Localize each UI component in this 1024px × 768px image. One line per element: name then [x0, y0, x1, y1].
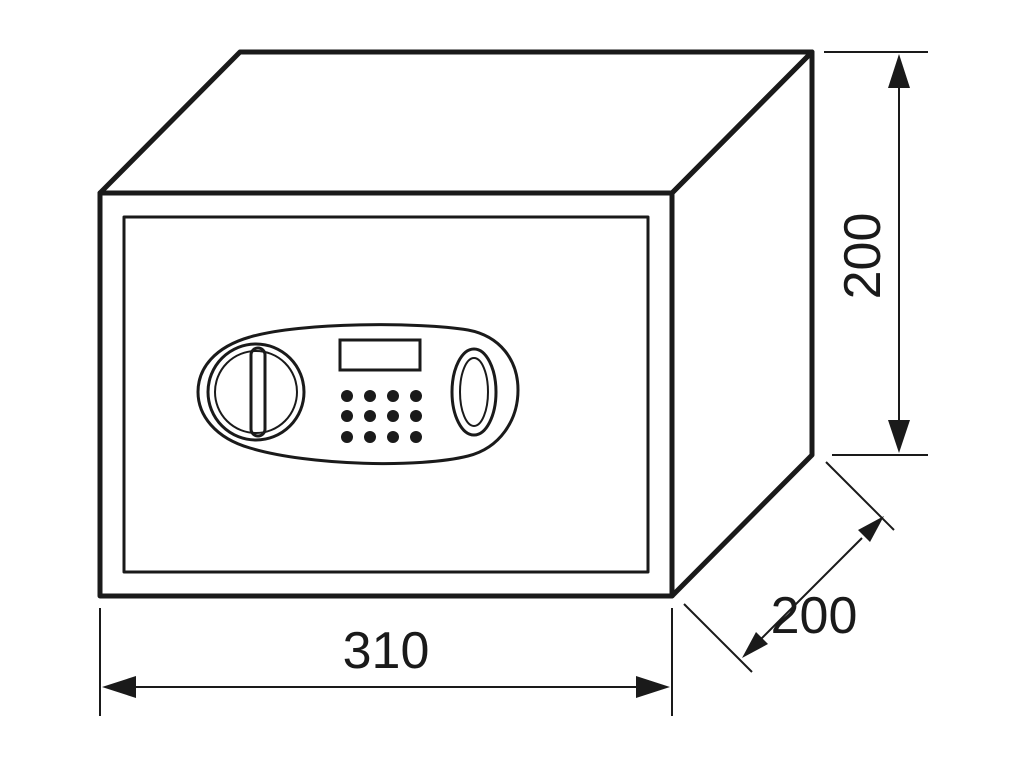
safe-body [97, 49, 815, 599]
dial-grip [249, 346, 267, 438]
handle-outer [450, 347, 498, 437]
width-arrow-left [102, 676, 136, 698]
depth-label: 200 [771, 587, 858, 645]
safe-side-face [669, 49, 815, 599]
depth-dimension-line [759, 537, 863, 641]
keypad-key [341, 410, 353, 422]
dial-knob [206, 342, 306, 442]
keypad-key [387, 410, 399, 422]
dial-outer-ring [206, 342, 306, 442]
keypad-key [341, 390, 353, 402]
depth-arrow-bottom [742, 632, 768, 658]
lcd-display [338, 338, 422, 372]
panel-outline [196, 323, 520, 466]
depth-extension-bottom [683, 603, 753, 673]
keypad-key [341, 431, 353, 443]
keypad-key [364, 390, 376, 402]
dial-inner-ring [214, 350, 298, 434]
width-dimension [99, 608, 673, 716]
safe-top-face [97, 49, 815, 196]
keypad-key [410, 390, 422, 402]
keypad-key [364, 431, 376, 443]
depth-extension-top [825, 461, 895, 531]
width-label: 310 [343, 622, 430, 680]
keypad-key [387, 431, 399, 443]
control-panel [196, 323, 520, 466]
handle-inner [459, 357, 489, 427]
height-dimension [824, 51, 928, 456]
keypad-key [410, 410, 422, 422]
height-arrow-bottom [888, 420, 910, 453]
depth-arrow-top [858, 516, 884, 542]
safe-door [122, 215, 650, 574]
keypad [341, 390, 422, 443]
depth-dimension [683, 461, 895, 673]
height-label: 200 [834, 213, 892, 300]
safe-front-face [97, 190, 675, 599]
keypad-key [387, 390, 399, 402]
keypad-key [364, 410, 376, 422]
height-arrow-top [888, 54, 910, 88]
keypad-key [410, 431, 422, 443]
width-arrow-right [636, 676, 670, 698]
